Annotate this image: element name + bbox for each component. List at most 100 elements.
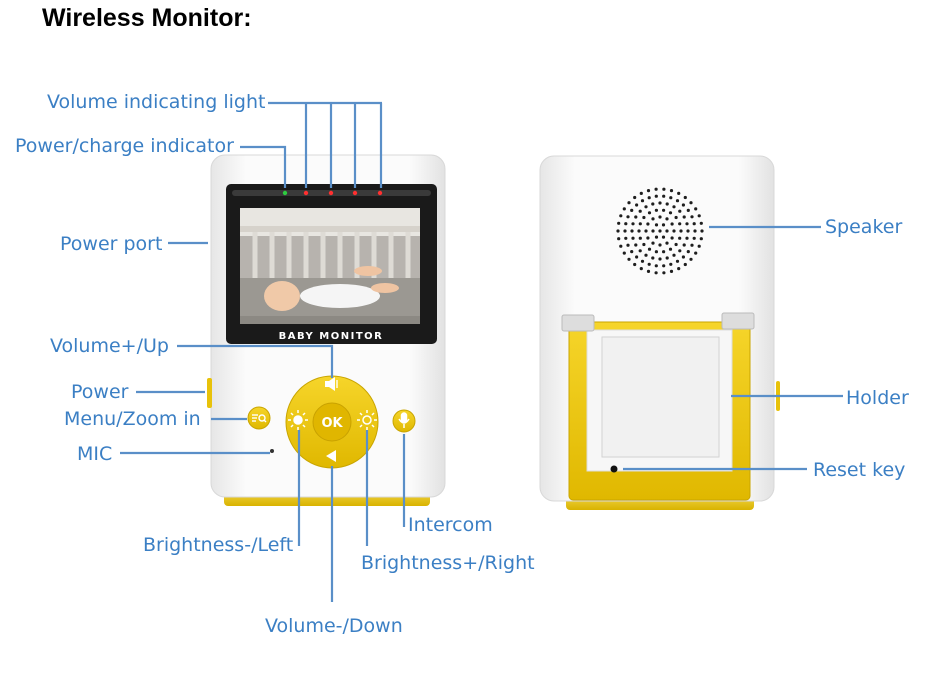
ok-button — [312, 402, 352, 442]
speaker-grill-dot — [647, 247, 652, 251]
speaker-grill-dot — [672, 205, 676, 209]
screen-brand-text: BABY MONITOR — [279, 331, 384, 342]
hinge-right — [721, 312, 755, 330]
label-mic: MIC — [77, 443, 113, 465]
speaker-grill-dot — [683, 195, 687, 200]
speaker-grill-dot — [692, 222, 696, 226]
speaker-grill-dot — [694, 251, 698, 255]
speaker-grill-dot — [685, 236, 689, 240]
label-volume-up: Volume+/Up — [50, 335, 169, 357]
speaker-grill-dot — [678, 249, 682, 253]
speaker-grill-dot — [665, 241, 669, 245]
speaker-grill-dot — [633, 262, 637, 267]
speaker-grill-dot — [654, 223, 659, 227]
speaker-grill-dot — [689, 201, 693, 205]
label-power-port: Power port — [60, 233, 163, 255]
label-brightness-right: Brightness+/Right — [361, 552, 535, 574]
volume-led-2 — [328, 190, 334, 196]
speaker-grill-dot — [658, 243, 662, 247]
speaker-grill-dot — [697, 214, 701, 218]
speaker-grill-dot — [626, 243, 630, 247]
label-volume-down: Volume-/Down — [265, 615, 403, 637]
speaker-grill-dot — [630, 208, 634, 212]
speaker-grill-dot — [630, 229, 634, 233]
speaker-grill-dot — [634, 243, 638, 247]
speaker-grill-dot — [640, 259, 645, 263]
speaker-grill-dot — [662, 250, 666, 254]
speaker-grill-dot — [647, 211, 652, 215]
speaker-grill-dot — [651, 256, 655, 260]
speaker-volume-icon — [325, 377, 338, 391]
speaker-grill-dot — [651, 241, 655, 245]
speaker-grill-dot — [646, 269, 651, 273]
speaker-grill-dot — [654, 271, 658, 275]
speaker-grill-dot — [626, 215, 630, 219]
speaker-grill-dot — [654, 235, 659, 239]
speaker-grill-dot — [637, 229, 641, 233]
speaker-grill-dot — [678, 209, 682, 213]
speaker-grill-dot — [681, 255, 686, 259]
speaker-grill-dot — [674, 242, 678, 247]
speaker-grill-dot — [662, 264, 666, 268]
back-monitor — [539, 155, 780, 510]
speaker-grill-dot — [683, 262, 687, 267]
speaker-grill-dot — [634, 215, 638, 219]
speaker-grill-dot — [700, 229, 704, 233]
speaker-grill-dot — [631, 236, 635, 240]
speaker-grill-dot — [624, 222, 628, 226]
speaker-grill-dot — [662, 271, 666, 275]
speaker-grill-dot — [686, 250, 690, 254]
power-charge-leader — [240, 145, 287, 188]
brightness-icon — [357, 410, 377, 430]
speaker-grill-dot — [658, 201, 662, 205]
volume-led-4 — [377, 190, 383, 196]
speaker-grill-dot — [686, 229, 690, 233]
mic-hole — [270, 449, 274, 453]
triangle-left-icon — [326, 450, 336, 462]
speaker-grill-dot — [665, 256, 669, 260]
speaker-grill-dot — [639, 191, 643, 195]
speaker-grill-dot — [672, 253, 676, 257]
speaker-grill-dot — [672, 229, 676, 233]
speaker-grill-dot — [627, 257, 631, 261]
label-intercom: Intercom — [408, 514, 493, 536]
speaker-grill-dot — [670, 236, 674, 240]
speaker-grill-dot — [694, 207, 698, 211]
microphone-icon — [398, 412, 410, 428]
speaker-grill-dot — [638, 209, 642, 213]
baby-screen-image — [240, 208, 420, 324]
speaker-grill-dot — [692, 236, 696, 240]
speaker-grill — [616, 187, 704, 275]
label-power-charge-indicator: Power/charge indicator — [15, 135, 234, 157]
speaker-grill-dot — [635, 203, 639, 207]
speaker-grill-dot — [644, 229, 648, 233]
speaker-grill-dot — [654, 187, 658, 191]
speaker-grill-dot — [661, 223, 666, 227]
speaker-grill-dot — [662, 208, 666, 212]
speaker-grill-dot — [697, 244, 701, 248]
speaker-grill-dot — [646, 222, 650, 226]
power-side-button — [207, 378, 212, 408]
speaker-grill-dot — [675, 199, 680, 203]
speaker-grill-dot — [699, 237, 703, 241]
speaker-grill-dot — [644, 253, 648, 257]
speaker-grill-dot — [668, 247, 673, 251]
speaker-grill-dot — [644, 205, 648, 209]
speaker-grill-dot — [616, 229, 620, 233]
speaker-grill-dot — [654, 264, 658, 268]
volume-led-3 — [352, 190, 358, 196]
speaker-grill-dot — [639, 267, 643, 271]
label-reset-key: Reset key — [813, 459, 906, 481]
speaker-grill-dot — [642, 215, 646, 220]
front-monitor: BABY MONITOR OK — [207, 154, 446, 506]
speaker-grill-dot — [668, 211, 673, 215]
speaker-grill-dot — [654, 208, 659, 212]
speaker-grill-dot — [669, 262, 673, 266]
speaker-grill-dot — [638, 222, 642, 226]
speaker-grill-dot — [665, 202, 669, 206]
speaker-grill-dot — [682, 243, 686, 247]
speaker-grill-dot — [682, 215, 686, 219]
reset-hole — [610, 465, 618, 473]
speaker-grill-dot — [669, 189, 674, 193]
